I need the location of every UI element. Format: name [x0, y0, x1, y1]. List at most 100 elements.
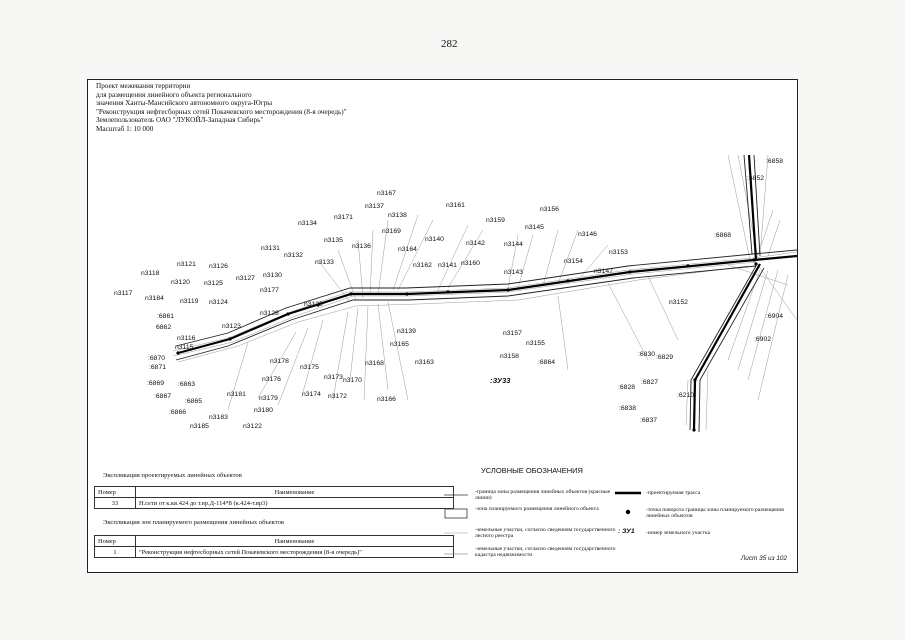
map-label: n3125 [204, 280, 223, 287]
map-label: n3153 [609, 249, 628, 256]
map-label: n3143 [504, 269, 523, 276]
map-label: n3145 [525, 224, 544, 231]
title-line: Землепользователь ОАО "ЛУКОЙЛ-Западная С… [96, 116, 264, 125]
map-label: :6870 [148, 355, 166, 362]
map-label: n3146 [578, 231, 597, 238]
map-label: :6210 [677, 392, 695, 399]
map-label: n3166 [377, 396, 396, 403]
map-label: :6866 [169, 409, 187, 416]
map-label: n3180 [254, 407, 273, 414]
map-label: n3155 [526, 340, 545, 347]
map-label: :6863 [178, 381, 196, 388]
map-label: n3131 [261, 245, 280, 252]
table-row: 1 "Реконструкция нефтесборных сетей Пока… [94, 546, 454, 558]
map-drawing [172, 154, 797, 433]
map-label: n3129 [304, 301, 323, 308]
map-label: n3168 [365, 360, 384, 367]
map-label: n3136 [352, 243, 371, 250]
map-label: :6869 [147, 380, 165, 387]
legend-item: -граница зоны размещения линейных объект… [475, 489, 611, 502]
map-label: n3138 [388, 212, 407, 219]
map-label: :6902 [754, 336, 772, 343]
legend-item: -точка поворота границы зоны планируемог… [646, 507, 784, 520]
map-label: n3123 [222, 323, 241, 330]
map-label: n3128 [260, 310, 279, 317]
map-label: n3147 [594, 268, 613, 275]
expl-objects-header-number: Номер [94, 486, 136, 498]
expl-zones-header-name: Наименование [135, 535, 454, 547]
map-label: n3174 [302, 391, 321, 398]
turning-points [176, 258, 758, 432]
map-label: n3117 [114, 290, 133, 297]
expl-objects-number: 33 [94, 497, 136, 509]
map-label: n3140 [425, 236, 444, 243]
map-label: n3132 [284, 252, 303, 259]
expl-zones-number: 1 [94, 546, 136, 558]
map-label: :6852 [747, 175, 765, 182]
map-label: n3124 [209, 299, 228, 306]
sheet-number: Лист 35 из 102 [740, 555, 787, 562]
legend-item: -номер земельного участка [646, 530, 711, 536]
expl-objects-header-name: Наименование [135, 486, 454, 498]
map-label: n3184 [145, 295, 164, 302]
map-label: n3144 [504, 241, 523, 248]
title-line: "Реконструкция нефтесборных сетей Покаче… [96, 107, 347, 116]
map-label: n3185 [190, 423, 209, 430]
map-sheet: Проект межевания территории для размещен… [87, 79, 798, 573]
map-label: n3133 [315, 259, 334, 266]
page-number: 282 [441, 38, 458, 50]
legend-item: -земельные участки, согласно сведениям г… [475, 527, 616, 540]
legend-title: УСЛОВНЫЕ ОБОЗНАЧЕНИЯ [481, 466, 583, 475]
map-label: n3142 [466, 240, 485, 247]
zone-boundary [175, 154, 797, 433]
map-label: :6858 [766, 158, 784, 165]
map-label: n3116 [177, 335, 196, 342]
map-label: n3164 [398, 246, 417, 253]
map-label: n3167 [377, 190, 396, 197]
expl-objects-table: Номер Наименование 33 Н.сети от к.кв.424… [94, 486, 454, 509]
map-label: n3158 [500, 353, 519, 360]
legend-item: -проектируемая трасса [646, 490, 701, 496]
map-label: n3154 [564, 258, 583, 265]
map-label: :6868 [714, 232, 732, 239]
map-label: n3172 [328, 393, 347, 400]
map-label: n3137 [365, 203, 384, 210]
expl-zones-header-number: Номер [94, 535, 136, 547]
map-label: n3156 [540, 206, 559, 213]
map-label: 6862 [156, 324, 172, 331]
expl-objects-name: Н.сети от к.кв.424 до т.вр.Д-114*8 (к.42… [135, 497, 454, 509]
map-label: n3177 [260, 287, 279, 294]
map-label: n3181 [227, 391, 246, 398]
map-label: :6828 [618, 384, 636, 391]
map-label: n3176 [262, 376, 281, 383]
title-block: Проект межевания территории для размещен… [96, 82, 347, 134]
map-label: n3115 [175, 344, 194, 351]
expl-zones-title: Экспликация зон планируемого размещения … [103, 519, 285, 526]
map-label: n3126 [209, 263, 228, 270]
map-label: :6904 [766, 313, 784, 320]
map-label: n3157 [503, 330, 522, 337]
map-label: n3141 [438, 262, 457, 269]
map-label: :6827 [641, 379, 659, 386]
map-label: :6829 [656, 354, 674, 361]
map-label: n3121 [177, 261, 196, 268]
expl-zones-name: "Реконструкция нефтесборных сетей Покаче… [135, 546, 454, 558]
map-label: n3139 [397, 328, 416, 335]
map-label: n3122 [243, 423, 262, 430]
map-label: n3183 [209, 414, 228, 421]
map-label: n3178 [270, 358, 289, 365]
title-line: Масштаб 1: 10 000 [96, 124, 154, 133]
title-line: значения Ханты-Мансийского автономного о… [96, 99, 273, 108]
map-label: n3175 [300, 364, 319, 371]
map-label: n3118 [141, 270, 160, 277]
legend-symbols-right [615, 491, 641, 515]
expl-zones-table: Номер Наименование 1 "Реконструкция нефт… [94, 535, 454, 558]
map-label: :6838 [619, 405, 637, 412]
map-label: n3161 [446, 202, 465, 209]
title-line: Проект межевания территории [96, 82, 191, 90]
map-label: n3165 [390, 341, 409, 348]
legend-symbols-left [444, 494, 468, 555]
map-label: n3130 [263, 272, 282, 279]
map-label: n3163 [415, 359, 434, 366]
legend-zu-sample: : ЗУ1 [618, 528, 635, 535]
